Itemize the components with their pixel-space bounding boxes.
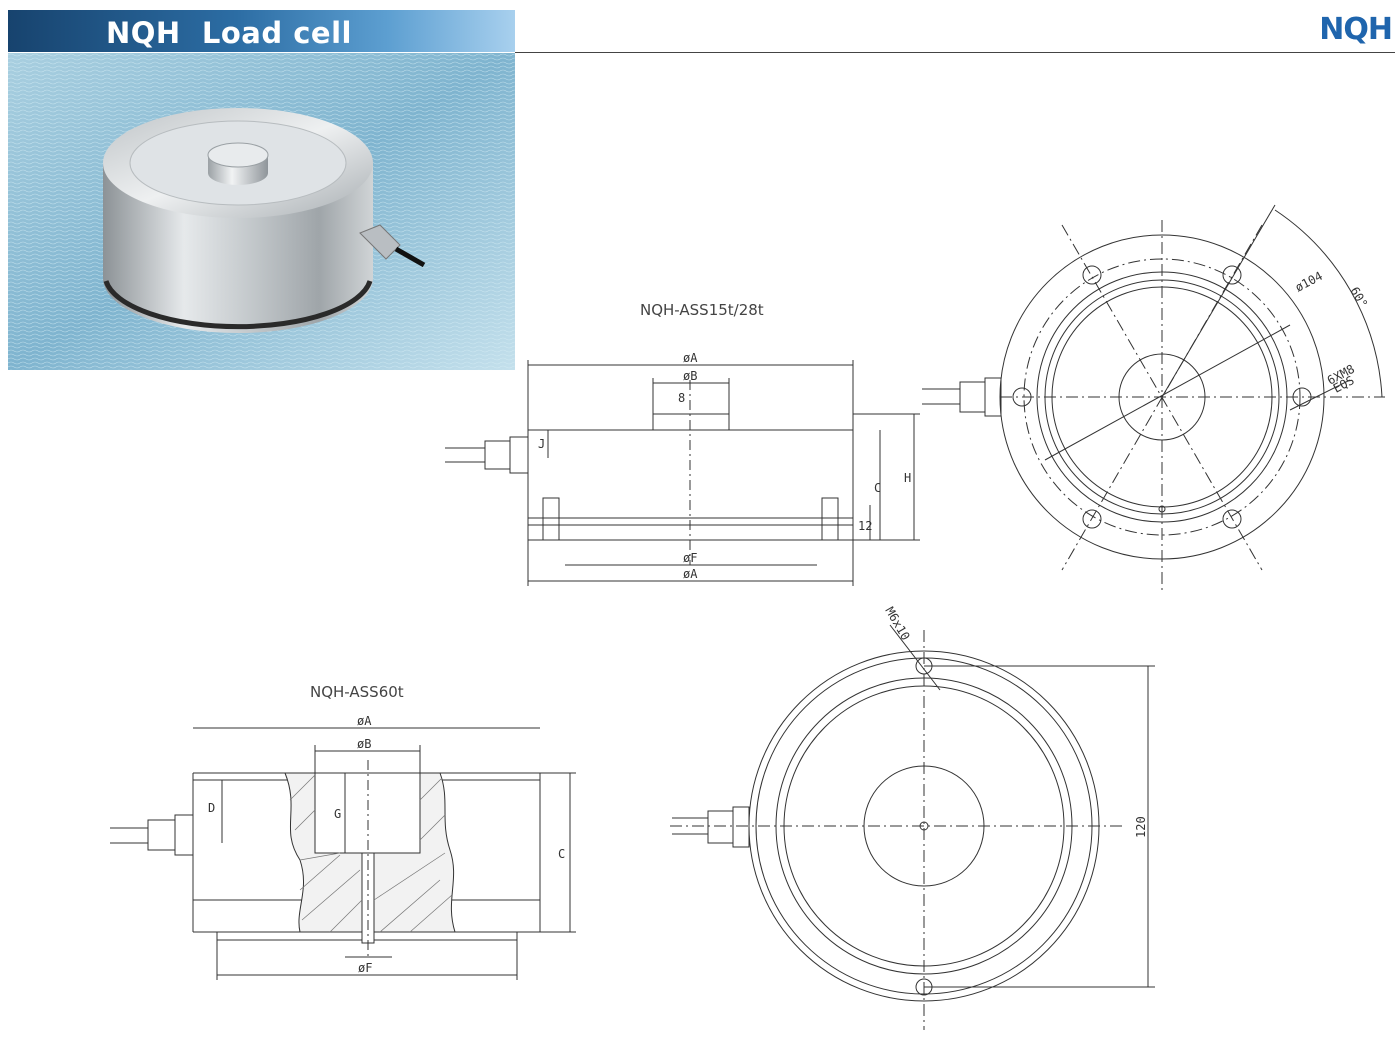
dim-D: D bbox=[208, 801, 215, 815]
dim-G: G bbox=[334, 807, 341, 821]
dim-B-bot: øB bbox=[357, 737, 371, 751]
dim-F-bot: øF bbox=[358, 961, 372, 975]
dim-thread: M6x10 bbox=[882, 605, 912, 643]
dim-120: 120 bbox=[1134, 816, 1148, 838]
top-model-label: NQH-ASS15t/28t bbox=[640, 301, 764, 319]
dim-H: H bbox=[904, 471, 911, 485]
dim-12: 12 bbox=[858, 519, 872, 533]
dim-C-top: C bbox=[874, 481, 881, 495]
brand-logo: NQH bbox=[1319, 12, 1393, 47]
dim-A-bot: øA bbox=[357, 714, 372, 728]
dim-angle-60: 60° bbox=[1347, 285, 1370, 311]
title-banner: NQH Load cell bbox=[8, 10, 515, 52]
dim-C-bot: C bbox=[558, 847, 565, 861]
dim-F-top: øF bbox=[683, 551, 697, 565]
load-cell-photo bbox=[8, 53, 515, 370]
dim-A-top: øA bbox=[683, 351, 698, 365]
bottom-model-label: NQH-ASS60t bbox=[310, 683, 404, 701]
header-rule bbox=[515, 52, 1395, 53]
dim-J: J bbox=[538, 437, 545, 451]
dim-B-top: øB bbox=[683, 369, 697, 383]
page-title: NQH Load cell bbox=[106, 16, 352, 50]
dim-8: 8 bbox=[678, 391, 685, 405]
dim-dia-104: ø104 bbox=[1293, 269, 1325, 295]
dim-A-bottom: øA bbox=[683, 567, 698, 581]
